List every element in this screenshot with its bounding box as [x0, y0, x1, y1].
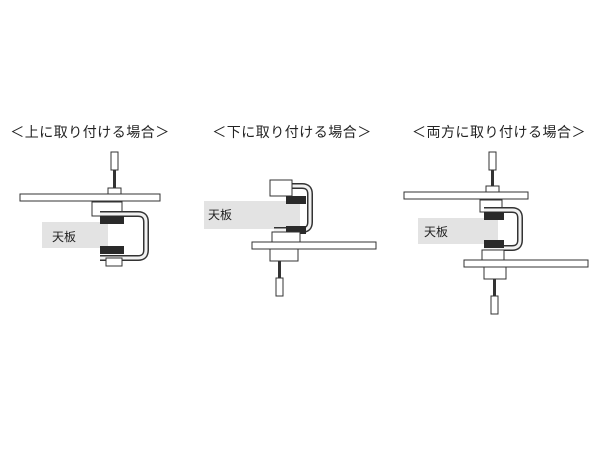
tabletop-label: 天板 — [424, 225, 449, 239]
clamp-top-block — [269, 179, 293, 197]
bracket-block — [271, 231, 301, 243]
diagram-both-mount: 天板 — [400, 0, 600, 450]
mount-plate-upper — [403, 191, 529, 200]
bolt-top — [113, 170, 116, 194]
knob-bottom — [490, 295, 499, 315]
mount-plate — [19, 193, 161, 202]
clamp-pad-lower — [286, 226, 306, 234]
clamp-pad-upper — [484, 212, 504, 220]
knob-top — [110, 151, 119, 171]
tabletop-label: 天板 — [208, 208, 233, 222]
heading-both-mount: ＜両方に取り付ける場合＞ — [412, 125, 586, 141]
clamp-pad-upper — [100, 216, 124, 224]
both-mount-illustration — [403, 151, 589, 315]
bottom-mount-illustration — [204, 179, 377, 297]
heading-top-mount: ＜上に取り付ける場合＞ — [10, 125, 170, 141]
bolt-top — [491, 170, 494, 194]
bolt-bottom — [278, 261, 281, 283]
nut-top — [485, 185, 500, 193]
bolt-bottom — [493, 279, 496, 299]
mount-plate — [251, 241, 377, 250]
mount-plate-lower — [463, 259, 589, 268]
clamp-pad-upper — [286, 196, 306, 204]
knob-bottom — [105, 257, 123, 267]
tabletop-band — [418, 218, 498, 244]
heading-bottom-mount: ＜下に取り付ける場合＞ — [212, 125, 372, 141]
nut-bottom — [269, 248, 299, 262]
nut-bottom — [483, 266, 507, 280]
clamp-pad-lower — [484, 240, 504, 248]
tabletop-band — [42, 222, 108, 248]
tabletop-label: 天板 — [52, 230, 77, 244]
diagram-top-mount: 天板 — [0, 0, 200, 450]
top-mount-illustration — [19, 151, 161, 267]
bracket-block-lower — [481, 249, 505, 261]
tabletop-band — [204, 201, 300, 229]
knob-top — [488, 151, 497, 171]
clamp-pad-lower — [100, 246, 124, 254]
nut-top — [107, 187, 122, 195]
diagram-bottom-mount: 天板 — [200, 0, 400, 450]
knob-bottom — [275, 277, 284, 297]
